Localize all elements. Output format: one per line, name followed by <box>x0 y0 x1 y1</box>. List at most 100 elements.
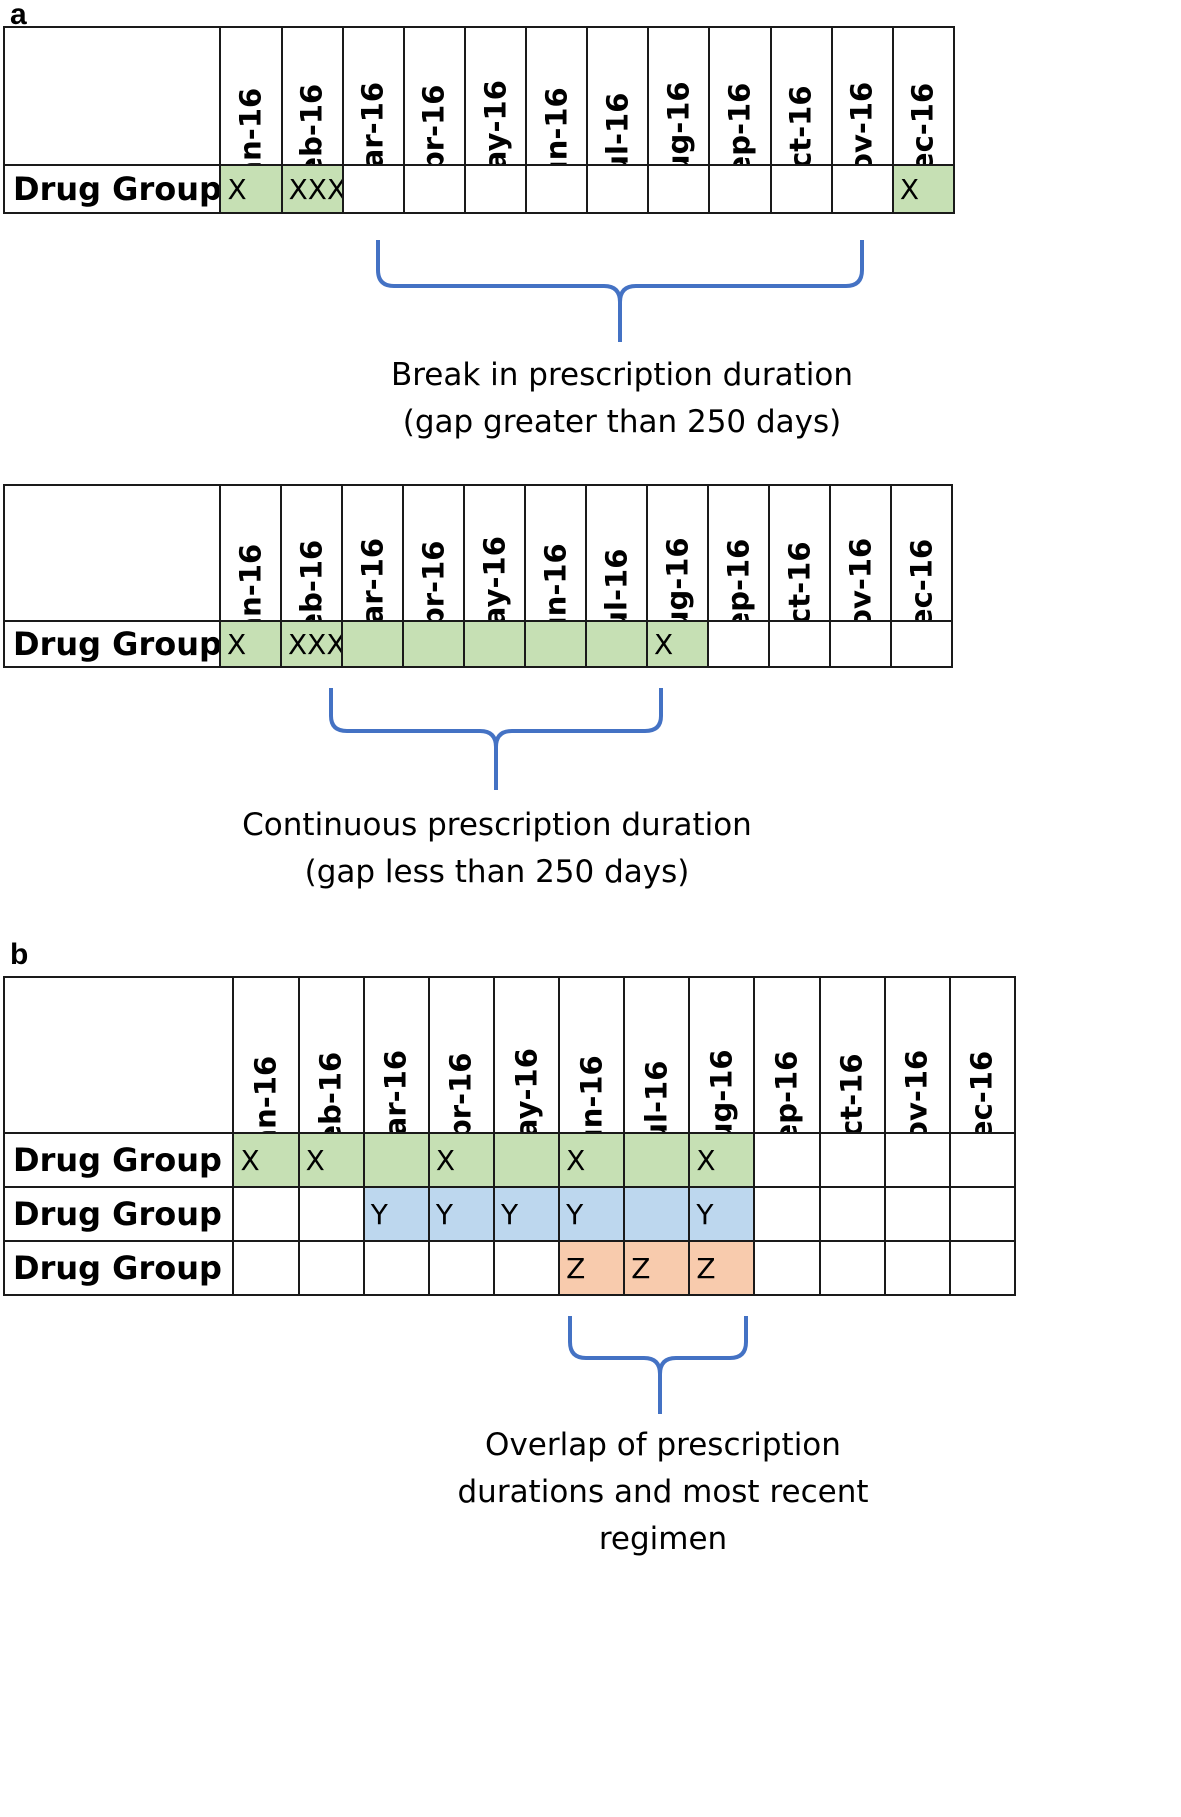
prescription-cell: X <box>232 1132 300 1188</box>
month-header: Sep-16 <box>753 976 821 1134</box>
caption-break-line-1: Break in prescription duration <box>390 357 854 393</box>
prescription-cell: Y <box>558 1186 626 1242</box>
prescription-cell <box>769 164 833 214</box>
row-label: Drug Group 1 <box>2 164 222 214</box>
month-header: Oct-16 <box>769 26 833 166</box>
prescription-cell: X <box>558 1132 626 1188</box>
prescription-cell <box>492 1240 561 1296</box>
month-header: Dec-16 <box>890 484 953 622</box>
month-header: Jan-16 <box>219 26 283 166</box>
caption-continuous-line-1: Continuous prescription duration <box>242 807 752 843</box>
prescription-cell <box>463 164 528 214</box>
month-header: Jul-16 <box>586 26 650 166</box>
month-header: Feb-16 <box>280 26 344 166</box>
month-header: Dec-16 <box>948 976 1017 1134</box>
prescription-cell <box>232 1186 300 1242</box>
prescription-cell <box>585 620 648 668</box>
prescription-cell: Z <box>558 1240 626 1296</box>
month-header: Mar-16 <box>341 26 405 166</box>
row-label: Drug Group 1 <box>3 620 221 668</box>
prescription-cell <box>818 1240 886 1296</box>
month-header: Dec-16 <box>891 26 956 166</box>
month-header: Jun-16 <box>524 484 587 622</box>
prescription-cell <box>753 1240 821 1296</box>
prescription-cell: Y <box>427 1186 495 1242</box>
corner-cell <box>2 26 222 166</box>
month-header: Oct-16 <box>768 484 831 622</box>
prescription-cell: Y <box>492 1186 561 1242</box>
month-header: Jul-16 <box>623 976 691 1134</box>
panel-b-label: b <box>10 938 29 971</box>
prescription-cell: Z <box>623 1240 691 1296</box>
month-header: Mar-16 <box>341 484 404 622</box>
caption-overlap: Overlap of prescription durations and mo… <box>457 1422 868 1563</box>
prescription-cell <box>232 1240 300 1296</box>
prescription-cell <box>362 1240 430 1296</box>
row-label: Drug Group 2 <box>2 1186 235 1242</box>
prescription-cell <box>830 164 894 214</box>
prescription-cell <box>818 1132 886 1188</box>
prescription-cell: XXX <box>280 620 343 668</box>
prescription-cell <box>463 620 526 668</box>
prescription-cell <box>768 620 831 668</box>
prescription-cell <box>623 1132 691 1188</box>
caption-break: Break in prescription duration (gap grea… <box>391 352 853 446</box>
month-header: Sep-16 <box>707 484 770 622</box>
prescription-cell <box>948 1132 1017 1188</box>
month-header: Jun-16 <box>558 976 626 1134</box>
brace-overlap-path <box>568 1316 748 1414</box>
prescription-cell <box>883 1186 951 1242</box>
prescription-cell <box>586 164 650 214</box>
prescription-cell <box>297 1240 365 1296</box>
month-header: May-16 <box>463 484 526 622</box>
caption-continuous-line-2: (gap less than 250 days) <box>304 854 690 890</box>
prescription-cell <box>341 164 405 214</box>
month-header: May-16 <box>492 976 561 1134</box>
prescription-cell <box>492 1132 561 1188</box>
prescription-cell: XXX <box>280 164 344 214</box>
month-header: Nov-16 <box>829 484 892 622</box>
prescription-cell <box>524 620 587 668</box>
prescription-cell <box>362 1132 430 1188</box>
month-header: Aug-16 <box>688 976 756 1134</box>
prescription-cell <box>883 1240 951 1296</box>
month-header: Mar-16 <box>362 976 430 1134</box>
month-header: Aug-16 <box>646 484 709 622</box>
month-header: May-16 <box>463 26 528 166</box>
prescription-cell <box>525 164 589 214</box>
prescription-cell <box>890 620 953 668</box>
month-header: Apr-16 <box>427 976 495 1134</box>
caption-overlap-line-2: durations and most recent <box>457 1474 869 1510</box>
row-label: Drug Group 1 <box>2 1132 235 1188</box>
month-header: Feb-16 <box>297 976 365 1134</box>
row-label: Drug Group 3 <box>2 1240 235 1296</box>
month-header: Aug-16 <box>647 26 711 166</box>
month-header: Feb-16 <box>280 484 343 622</box>
month-header: Jul-16 <box>585 484 648 622</box>
prescription-cell: X <box>219 620 282 668</box>
prescription-cell: X <box>297 1132 365 1188</box>
month-header: Nov-16 <box>883 976 951 1134</box>
prescription-cell: X <box>219 164 283 214</box>
prescription-cell <box>818 1186 886 1242</box>
brace-break-path <box>376 240 864 342</box>
brace-continuous-path <box>329 688 663 790</box>
prescription-cell <box>753 1186 821 1242</box>
prescription-cell <box>427 1240 495 1296</box>
month-header: Jun-16 <box>525 26 589 166</box>
prescription-cell: X <box>891 164 956 214</box>
prescription-cell <box>883 1132 951 1188</box>
caption-continuous: Continuous prescription duration (gap le… <box>242 802 752 896</box>
corner-cell <box>2 976 235 1134</box>
prescription-cell <box>707 620 770 668</box>
